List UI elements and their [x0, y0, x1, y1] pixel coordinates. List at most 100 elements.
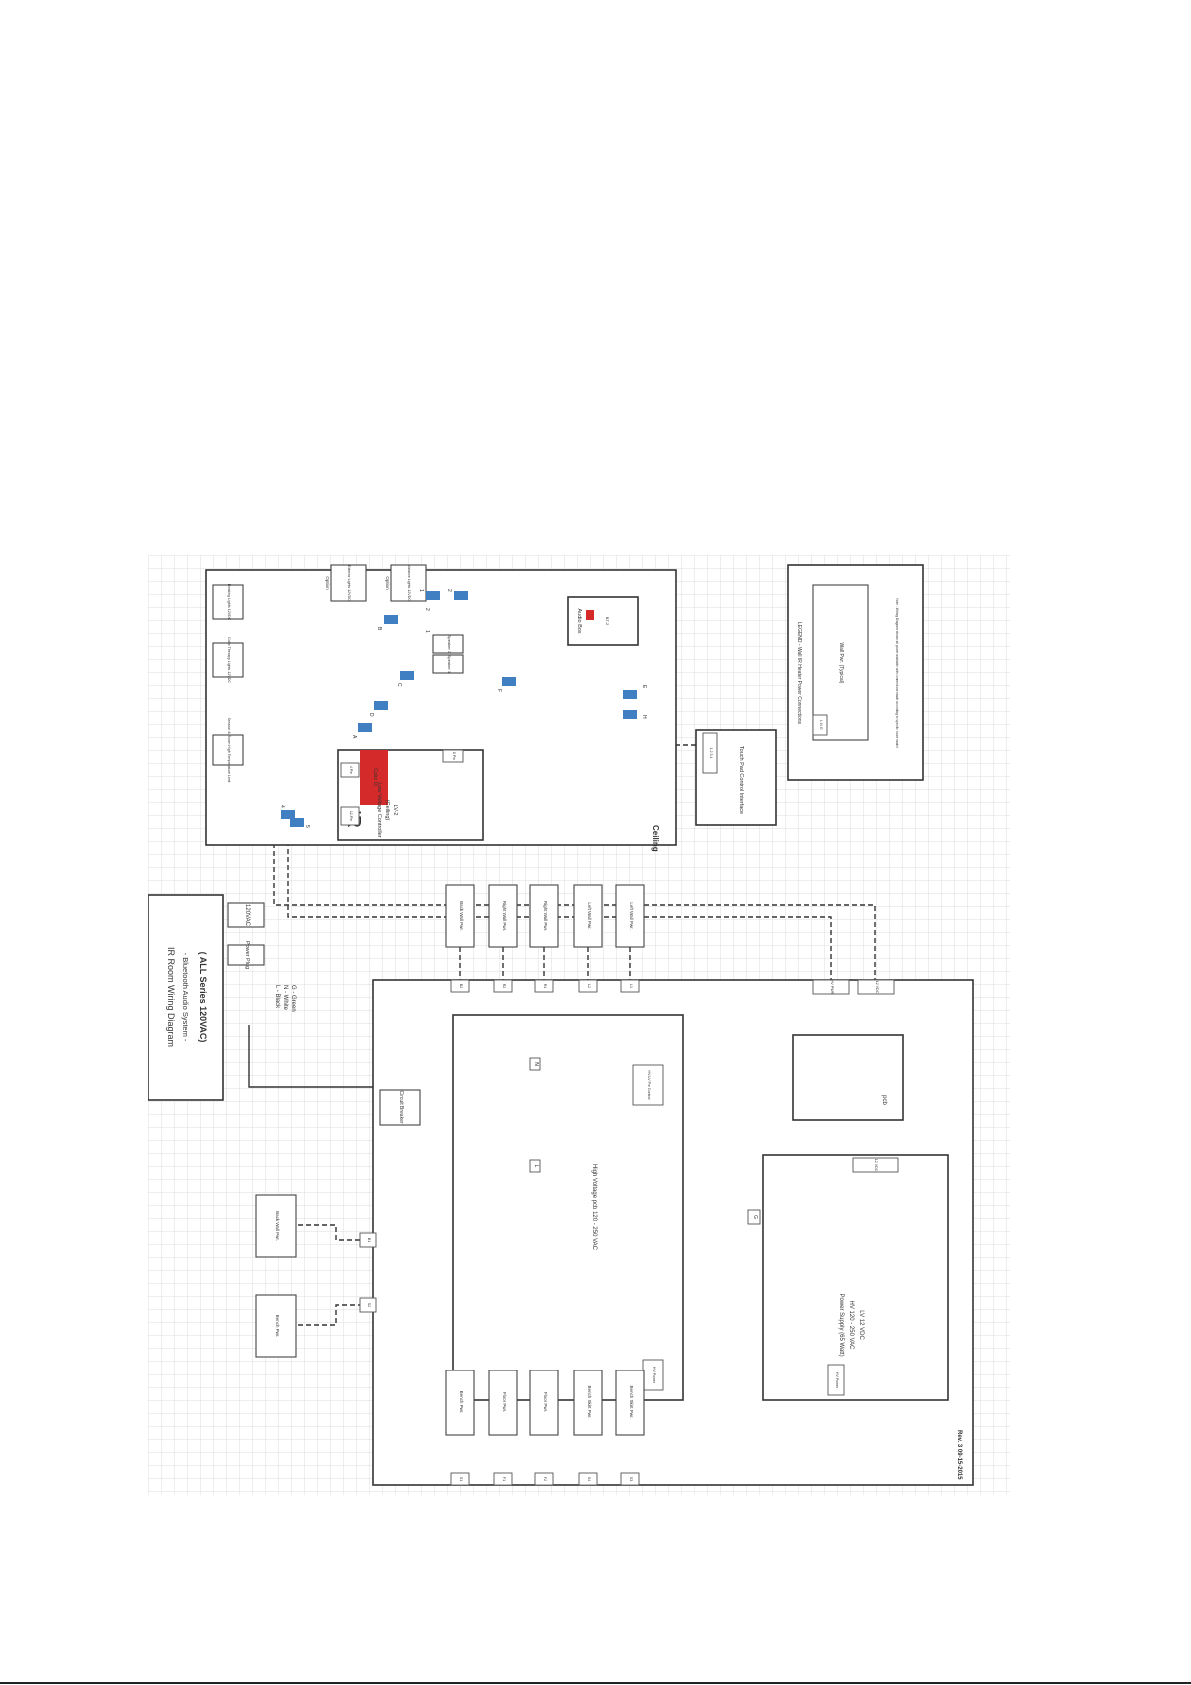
legend-note: Note - Wiring Diagram shows all power av… [895, 598, 899, 748]
panel-top-3: Right Wall Pwr. [543, 901, 548, 931]
term-left-1: B1 [367, 1238, 371, 1242]
panel-bottom-2: Floor Pwr. [502, 1392, 507, 1412]
speaker-2: Speaker 2 [447, 635, 452, 654]
connector-letter-e: E [641, 685, 647, 689]
connector-letter-1: 1 [418, 589, 424, 592]
revision: Rev. 3 09-15-2015 [956, 1430, 962, 1480]
connectors: A D B C F E H 4 5 1 2 [279, 589, 647, 828]
controller-pin-4: 4 Pin [349, 766, 353, 774]
term-bottom-1: S1 [459, 1477, 463, 1481]
ceiling-label: Ceiling [651, 825, 660, 852]
legend-pins: L N G [819, 720, 823, 729]
power-source: 120VAC Power Plug L - Black N - White G … [227, 902, 296, 1012]
pcb-label: pcb [881, 1095, 887, 1105]
term-top-4: L2 [587, 984, 591, 988]
touch-pad-label: Touch Pad Control Interface [738, 746, 744, 814]
panel-bottom-4: Bench Skirt Pwr. [587, 1385, 592, 1418]
connector-letter-5: 5 [304, 825, 310, 828]
audio-box-label: Audio Box [576, 608, 582, 633]
speaker-num-1: 1 [424, 630, 430, 633]
option-valance-tag: Option [385, 576, 390, 590]
option-exterior-lights: Exterior Lights 12VDC [347, 565, 351, 601]
pcb-term-12vdc: 12 VDC [875, 981, 879, 994]
title-line-2: - Bluetooth Audio System - [181, 953, 190, 1042]
circuit-breaker: Circuit Breaker [398, 1090, 404, 1123]
panel-top-5: Left Wall Pwr. [629, 902, 634, 929]
controller-color-label: Color Lt [372, 768, 378, 786]
device-session-limit: Session & Room High Temperature Limit [227, 718, 231, 783]
controller-pin-8: 8 Pin [452, 752, 456, 760]
term-bottom-3: F2 [543, 1477, 547, 1481]
wire-legend-black: L - Black [274, 985, 280, 1009]
connector-letter-f: F [496, 689, 502, 692]
hv-term-n: N [533, 1062, 539, 1066]
connector-letter-a: A [351, 735, 357, 739]
footer-rule [0, 1682, 1191, 1684]
title-block: IR Room Wiring Diagram - Bluetooth Audio… [148, 894, 224, 1101]
bottom-panels: Bench Pwr. Floor Pwr. Floor Pwr. Bench S… [445, 1370, 645, 1436]
hv-pcb-power: HV Power [652, 1367, 656, 1384]
wire-legend-green: G - Green [290, 985, 296, 1012]
connector-letter-h: H [641, 715, 647, 719]
ps-lv: LV 12 VDC [858, 1310, 864, 1340]
connector-letter-d: D [368, 713, 374, 717]
term-top-3: R1 [543, 984, 547, 989]
ceiling-area: Ceiling Session & Room High Temperature … [205, 569, 677, 852]
legend-panel: Wall Pwr. (Typical) [838, 643, 844, 684]
ps-label: Power Supply (65 Watt) [838, 1293, 844, 1356]
connector-letter-c: C [396, 683, 402, 687]
controller-model: LV-2 [392, 805, 398, 816]
legend: LEGEND - Wall IR Heater Power Connection… [787, 564, 924, 781]
legend-title: LEGEND - Wall IR Heater Power Connection… [796, 622, 802, 725]
ps-hv-power: HV Power [835, 1372, 839, 1389]
term-top-5: L1 [629, 984, 633, 988]
panel-bottom-1: Bench Pwr. [459, 1391, 464, 1414]
connector-letter-4: 4 [279, 805, 285, 808]
panel-left-2: Bench Pwr. [275, 1315, 280, 1338]
connector-letter-b: B [376, 627, 382, 631]
speaker-1: Speaker 1 [447, 655, 452, 674]
term-top-1: B2 [459, 984, 463, 988]
connector-letter-2: 2 [446, 589, 452, 592]
hv-pcb-control: HV-LV Pin Control [647, 1071, 651, 1100]
speaker-num-2: 2 [424, 608, 430, 611]
panel-top-4: Left Wall Pwr. [587, 902, 592, 929]
term-bottom-4: S4 [587, 1477, 591, 1481]
panels-top: Back Wall Pwr. Right Wall Pwr. Right Wal… [445, 884, 645, 993]
controller-pin-12: 12-Pin [349, 811, 353, 821]
hv-term-g: G [752, 1215, 758, 1219]
ps-hv: HV 120 - 250 VAC [848, 1301, 854, 1351]
voltage-label: 120VAC [244, 904, 250, 927]
power-plug-label: Power Plug [244, 941, 250, 969]
panels-left: Back Wall Pwr. Bench Pwr. B1 S2 [255, 1194, 377, 1358]
touch-pad: 1 2 3 4 Touch Pad Control Interface [695, 729, 777, 826]
term-bottom-5: S3 [629, 1477, 633, 1481]
panel-bottom-5: Bench Skirt Pwr. [629, 1385, 634, 1418]
ps-out: 12 VDC [874, 1159, 878, 1172]
panel-top-2: Right Wall Pwr. [502, 901, 507, 931]
device-color-lights: Color Therapy Lights 12VDC [227, 637, 231, 683]
title-line-3: ( ALL Series 120VAC) [198, 952, 208, 1043]
panel-bottom-3: Floor Pwr. [543, 1392, 548, 1412]
device-reading-lights: Reading Lights 12VDC [227, 584, 231, 621]
touch-pad-terms: 1 2 3 4 [709, 748, 713, 759]
term-top-2: R2 [502, 984, 506, 989]
hv-pcb-label: High Voltage pcb 120 - 250 VAC [591, 1164, 597, 1251]
term-bottom-2: F1 [502, 1477, 506, 1481]
panels-bottom: S1 F1 F2 S4 S3 [450, 1472, 640, 1486]
controller-label: Low Voltage Controller [376, 782, 382, 838]
hv-term-l: L [533, 1165, 539, 1168]
audio-box-model: BT-2 [605, 617, 610, 626]
wiring-diagram: IR Room Wiring Diagram - Bluetooth Audio… [148, 555, 1010, 1495]
option-valance-lights: Valance Lights 12VDC [407, 565, 411, 601]
title-line-1: IR Room Wiring Diagram [166, 947, 176, 1047]
options: Option Exterior Lights 12VDC Option Vala… [325, 564, 427, 602]
term-left-2: S2 [367, 1303, 371, 1307]
panel-left-1: Back Wall Pwr. [275, 1211, 280, 1241]
option-exterior-tag: Option [325, 576, 330, 590]
controller-sub: (Ceiling) [384, 800, 390, 821]
panel-top-1: Back Wall Pwr. [459, 901, 464, 931]
wire-legend-white: N - White [282, 985, 288, 1011]
pcb-term-hv: HV PWR [830, 980, 834, 995]
